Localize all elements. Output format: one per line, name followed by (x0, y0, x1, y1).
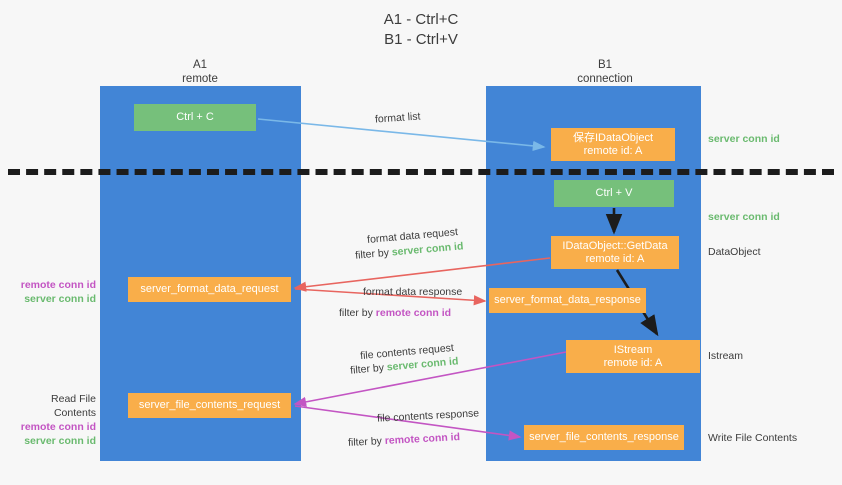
edge-label-format-data-response: format data response (363, 286, 463, 298)
node-server-format-data-request-label: server_format_data_request (140, 283, 279, 295)
node-server-file-contents-request[interactable]: server_file_contents_request (128, 393, 291, 418)
column-a1-sub: remote (182, 73, 218, 85)
node-idataobject[interactable]: 保存IDataObject remote id: A (551, 128, 675, 161)
column-b1-name: B1 (597, 59, 613, 71)
node-idataobject-line2: remote id: A (583, 144, 643, 157)
annotation-left-conn-ids-format: remote conn id server conn id (8, 278, 96, 306)
phase-divider (8, 169, 834, 175)
annotation-remote-conn-id: remote conn id (20, 279, 96, 291)
annotation-left-read-file-contents: Read File Contents remote conn id server… (8, 392, 96, 448)
edge-label-file-contents-response-filter: filter by remote conn id (348, 430, 461, 450)
node-getdata-line1: IDataObject::GetData (562, 239, 668, 252)
filter-key-remote-conn-id: remote conn id (384, 431, 461, 447)
annotation-server-conn-id: server conn id (24, 293, 96, 305)
column-a1-name: A1 (192, 59, 208, 71)
annotation-dataobject: DataObject (708, 246, 761, 258)
edge-label-format-data-response-filter: filter by remote conn id (339, 306, 451, 320)
column-header-b1: B1 connection (545, 58, 665, 86)
column-header-a1: A1 remote (140, 58, 260, 86)
annotation-istream: Istream (708, 350, 744, 362)
annotation-read-file-contents: Read File Contents (51, 393, 96, 419)
annotation-server-conn-id-mid: server conn id (708, 211, 780, 223)
annotation-write-file-contents: Write File Contents (708, 432, 798, 444)
filter-prefix: filter by (339, 307, 376, 319)
annotation-server-conn-id: server conn id (24, 435, 96, 447)
node-idataobject-line1: 保存IDataObject (572, 131, 654, 144)
node-server-file-contents-response-label: server_file_contents_response (529, 431, 679, 443)
filter-key-remote-conn-id: remote conn id (375, 307, 452, 319)
node-ctrl-v-label: Ctrl + V (595, 187, 633, 199)
edge-label-file-contents-response: file contents response (376, 407, 480, 425)
node-server-format-data-response[interactable]: server_format_data_response (489, 288, 646, 313)
column-b1-sub: connection (577, 73, 633, 85)
page-title: A1 - Ctrl+C B1 - Ctrl+V (0, 10, 842, 50)
filter-prefix: filter by (354, 246, 393, 262)
node-istream[interactable]: IStream remote id: A (566, 340, 700, 373)
node-istream-line2: remote id: A (603, 356, 663, 369)
node-server-format-data-request[interactable]: server_format_data_request (128, 277, 291, 302)
title-line-2: B1 - Ctrl+V (384, 31, 458, 48)
node-ctrl-v[interactable]: Ctrl + V (554, 180, 674, 207)
edge-label-format-list: format list (374, 110, 421, 126)
annotation-remote-conn-id: remote conn id (20, 421, 96, 433)
node-istream-line1: IStream (613, 343, 653, 356)
node-ctrl-c-label: Ctrl + C (176, 111, 214, 123)
node-getdata-line2: remote id: A (585, 252, 645, 265)
node-getdata[interactable]: IDataObject::GetData remote id: A (551, 236, 679, 269)
filter-prefix: filter by (347, 435, 386, 449)
node-server-format-data-response-label: server_format_data_response (494, 294, 641, 306)
title-line-1: A1 - Ctrl+C (383, 11, 459, 28)
node-server-file-contents-request-label: server_file_contents_request (138, 399, 281, 411)
node-ctrl-c[interactable]: Ctrl + C (134, 104, 256, 131)
filter-prefix: filter by (349, 361, 388, 377)
node-server-file-contents-response[interactable]: server_file_contents_response (524, 425, 684, 450)
annotation-server-conn-id-top: server conn id (708, 133, 780, 145)
